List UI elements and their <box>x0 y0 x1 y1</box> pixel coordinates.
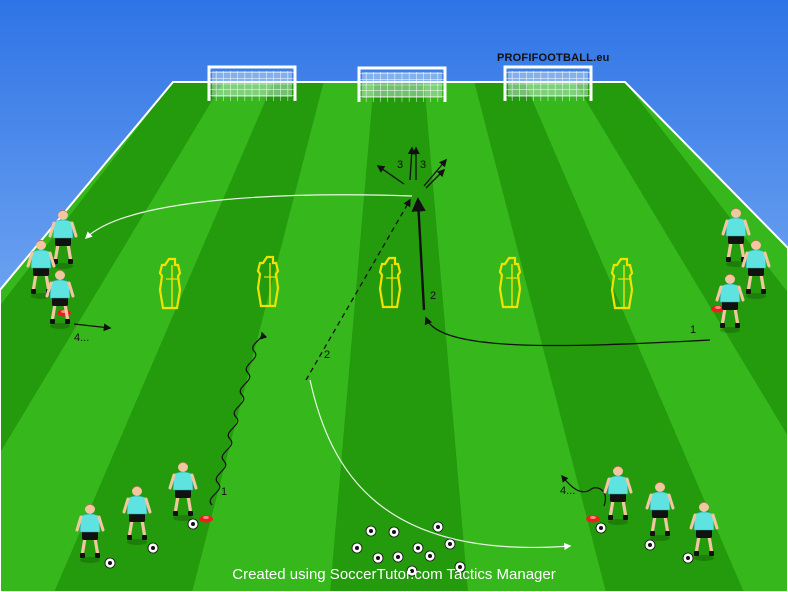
ball-icon <box>351 542 363 554</box>
player-icon <box>741 240 771 299</box>
mannequin-icon <box>498 256 522 309</box>
cone-icon <box>711 305 725 313</box>
player-icon <box>689 502 719 561</box>
balls <box>104 518 694 577</box>
mannequins <box>158 255 634 310</box>
mannequin-icon <box>610 257 634 310</box>
ball-icon <box>388 526 400 538</box>
label-pass: 2 <box>324 349 330 361</box>
goal-icon <box>207 65 297 101</box>
dribble-line <box>209 331 268 506</box>
shot-arrow-5 <box>425 168 446 189</box>
label-run-left: 4... <box>74 332 89 344</box>
mannequin-icon <box>256 255 280 308</box>
pitch-outline <box>0 81 788 592</box>
ball-icon <box>454 561 466 573</box>
goal-icon <box>503 65 593 101</box>
label-run-right-player: 1 <box>690 324 696 336</box>
ball-icon <box>424 550 436 562</box>
label-finish-b: 3 <box>420 159 426 171</box>
player-icon <box>48 210 78 269</box>
label-dribble: 1 <box>221 486 227 498</box>
player-icon <box>715 274 745 333</box>
player-icon <box>721 208 751 267</box>
player-icon <box>75 504 105 563</box>
curved-run-bottom <box>309 379 572 551</box>
ball-icon <box>406 565 418 577</box>
goal-icon <box>357 66 447 102</box>
ball-icon <box>187 518 199 530</box>
goals <box>207 65 593 102</box>
run-line-right <box>424 316 711 347</box>
player-icon <box>26 240 56 299</box>
footer-credit: Created using SoccerTutor.com Tactics Ma… <box>232 566 556 583</box>
run-line-center <box>411 197 426 311</box>
pass-line-diagonal <box>305 198 411 381</box>
ball-icon <box>365 525 377 537</box>
run-arrow-right-player <box>561 474 606 507</box>
player-icon <box>122 486 152 545</box>
ball-icon <box>412 542 424 554</box>
cone-icon <box>57 309 71 317</box>
ball-icon <box>682 552 694 564</box>
cone-icon <box>586 515 600 523</box>
player-icon <box>645 482 675 541</box>
cone-icon <box>199 515 213 523</box>
label-run-right: 4... <box>560 485 575 497</box>
shot-arrow-4 <box>423 158 448 187</box>
ball-icon <box>147 542 159 554</box>
shot-arrow-1 <box>376 165 405 185</box>
mannequin-icon <box>158 257 182 310</box>
mannequin-icon <box>378 256 402 309</box>
ball-icon <box>644 539 656 551</box>
ball-icon <box>372 552 384 564</box>
shot-arrow-2 <box>407 146 416 181</box>
run-arrow-left-player <box>73 323 112 332</box>
label-run-center: 2 <box>430 290 436 302</box>
player-icon <box>168 462 198 521</box>
ball-icon <box>595 522 607 534</box>
player-icon <box>45 270 75 329</box>
ball-icon <box>392 551 404 563</box>
ball-icon <box>432 521 444 533</box>
player-icon <box>603 466 633 525</box>
movement-lines <box>73 146 711 551</box>
players <box>26 208 771 563</box>
label-finish-a: 3 <box>397 159 403 171</box>
ball-icon <box>444 538 456 550</box>
watermark: PROFIFOOTBALL.eu <box>497 52 610 64</box>
ball-icon <box>104 557 116 569</box>
curved-run-left <box>84 194 413 239</box>
